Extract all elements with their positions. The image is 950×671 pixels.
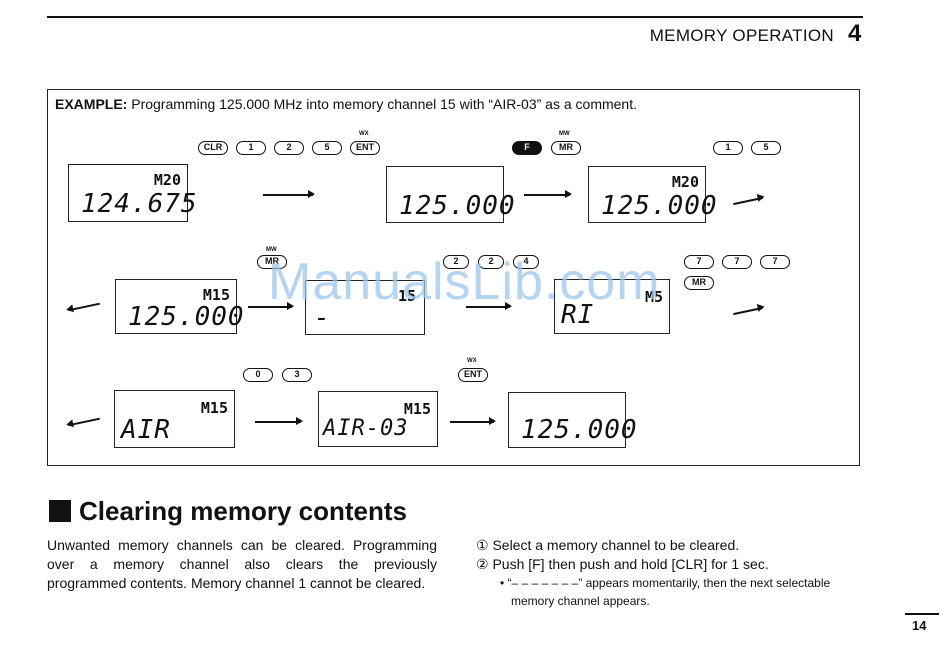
- steps: ① Select a memory channel to be cleared.…: [476, 536, 876, 610]
- lcd-display: M20 125.000: [588, 166, 717, 223]
- ent-key: ENT: [350, 141, 380, 155]
- example-text: Programming 125.000 MHz into memory chan…: [127, 96, 637, 112]
- mr-key: MR: [684, 276, 714, 290]
- f-key: F: [512, 141, 542, 155]
- page-number-rule: [905, 613, 939, 615]
- key-0: 0: [243, 368, 273, 382]
- right-arrow: [255, 418, 303, 424]
- text-readout: AIR-03: [323, 416, 409, 441]
- mw-sublabel: MW: [266, 247, 277, 253]
- key-3: 3: [282, 368, 312, 382]
- key-4: 4: [513, 255, 539, 269]
- text-readout: RI: [561, 300, 595, 330]
- watermark: ManualsLib.com: [268, 253, 661, 311]
- lcd-display: M15 125.000: [115, 279, 244, 334]
- right-arrow: [524, 191, 572, 197]
- channel-indicator: 15: [397, 287, 416, 305]
- section-body: Unwanted memory channels can be cleared.…: [47, 537, 437, 591]
- key-7: 7: [684, 255, 714, 269]
- section-header-title: MEMORY OPERATION: [649, 26, 834, 45]
- note-line-2: memory channel appears.: [511, 594, 650, 608]
- key-2: 2: [274, 141, 304, 155]
- key-5: 5: [312, 141, 342, 155]
- section-title-text: Clearing memory contents: [79, 496, 407, 526]
- text-readout: -: [314, 303, 331, 333]
- right-arrow: [263, 191, 315, 197]
- right-arrow: [248, 303, 294, 309]
- lcd-display: M5 RI: [554, 279, 670, 334]
- example-caption: EXAMPLE: Programming 125.000 MHz into me…: [55, 96, 637, 112]
- channel-indicator: M15: [200, 399, 228, 417]
- lcd-display: 125.000: [386, 166, 515, 223]
- page-number: 14: [912, 618, 927, 633]
- example-label: EXAMPLE:: [55, 96, 128, 112]
- key-2: 2: [478, 255, 504, 269]
- channel-indicator: M15: [202, 286, 230, 304]
- frequency-readout: 125.000: [521, 415, 638, 445]
- lcd-display: M15 AIR: [114, 390, 235, 448]
- note-line-1: • “– – – – – – –” appears momentarily, t…: [500, 576, 831, 590]
- text-readout: AIR: [121, 415, 171, 445]
- header-rule: [47, 16, 863, 18]
- section-marker-icon: [49, 500, 71, 522]
- mw-sublabel: MW: [559, 131, 570, 137]
- key-7: 7: [760, 255, 790, 269]
- key-1: 1: [236, 141, 266, 155]
- clr-key: CLR: [198, 141, 228, 155]
- key-1: 1: [713, 141, 743, 155]
- channel-indicator: M20: [153, 171, 181, 189]
- wx-sublabel: WX: [359, 131, 369, 137]
- frequency-readout: 125.000: [399, 191, 516, 221]
- frequency-readout: 125.000: [128, 302, 245, 332]
- ent-key: ENT: [458, 368, 488, 382]
- channel-indicator: M5: [644, 288, 663, 306]
- key-7: 7: [722, 255, 752, 269]
- example-box: [47, 89, 860, 466]
- channel-indicator: M15: [403, 400, 431, 418]
- wx-sublabel: WX: [467, 358, 477, 364]
- step-2: ② Push [F] then push and hold [CLR] for …: [476, 556, 769, 572]
- right-arrow: [450, 418, 496, 424]
- channel-indicator: M20: [671, 173, 699, 191]
- right-arrow: [466, 303, 512, 309]
- lcd-display: M20 124.675: [68, 164, 197, 222]
- lcd-display: 125.000: [508, 392, 637, 448]
- lcd-display: 15 -: [305, 280, 425, 335]
- frequency-readout: 125.000: [601, 191, 718, 221]
- lcd-display: M15 AIR-03: [318, 391, 438, 447]
- key-2: 2: [443, 255, 469, 269]
- key-5: 5: [751, 141, 781, 155]
- mr-key: MR: [551, 141, 581, 155]
- chapter-number: 4: [848, 20, 862, 47]
- step-1: ① Select a memory channel to be cleared.: [476, 537, 740, 553]
- frequency-readout: 124.675: [81, 189, 198, 219]
- mr-key: MR: [257, 255, 287, 269]
- section-title: Clearing memory contents: [49, 496, 407, 527]
